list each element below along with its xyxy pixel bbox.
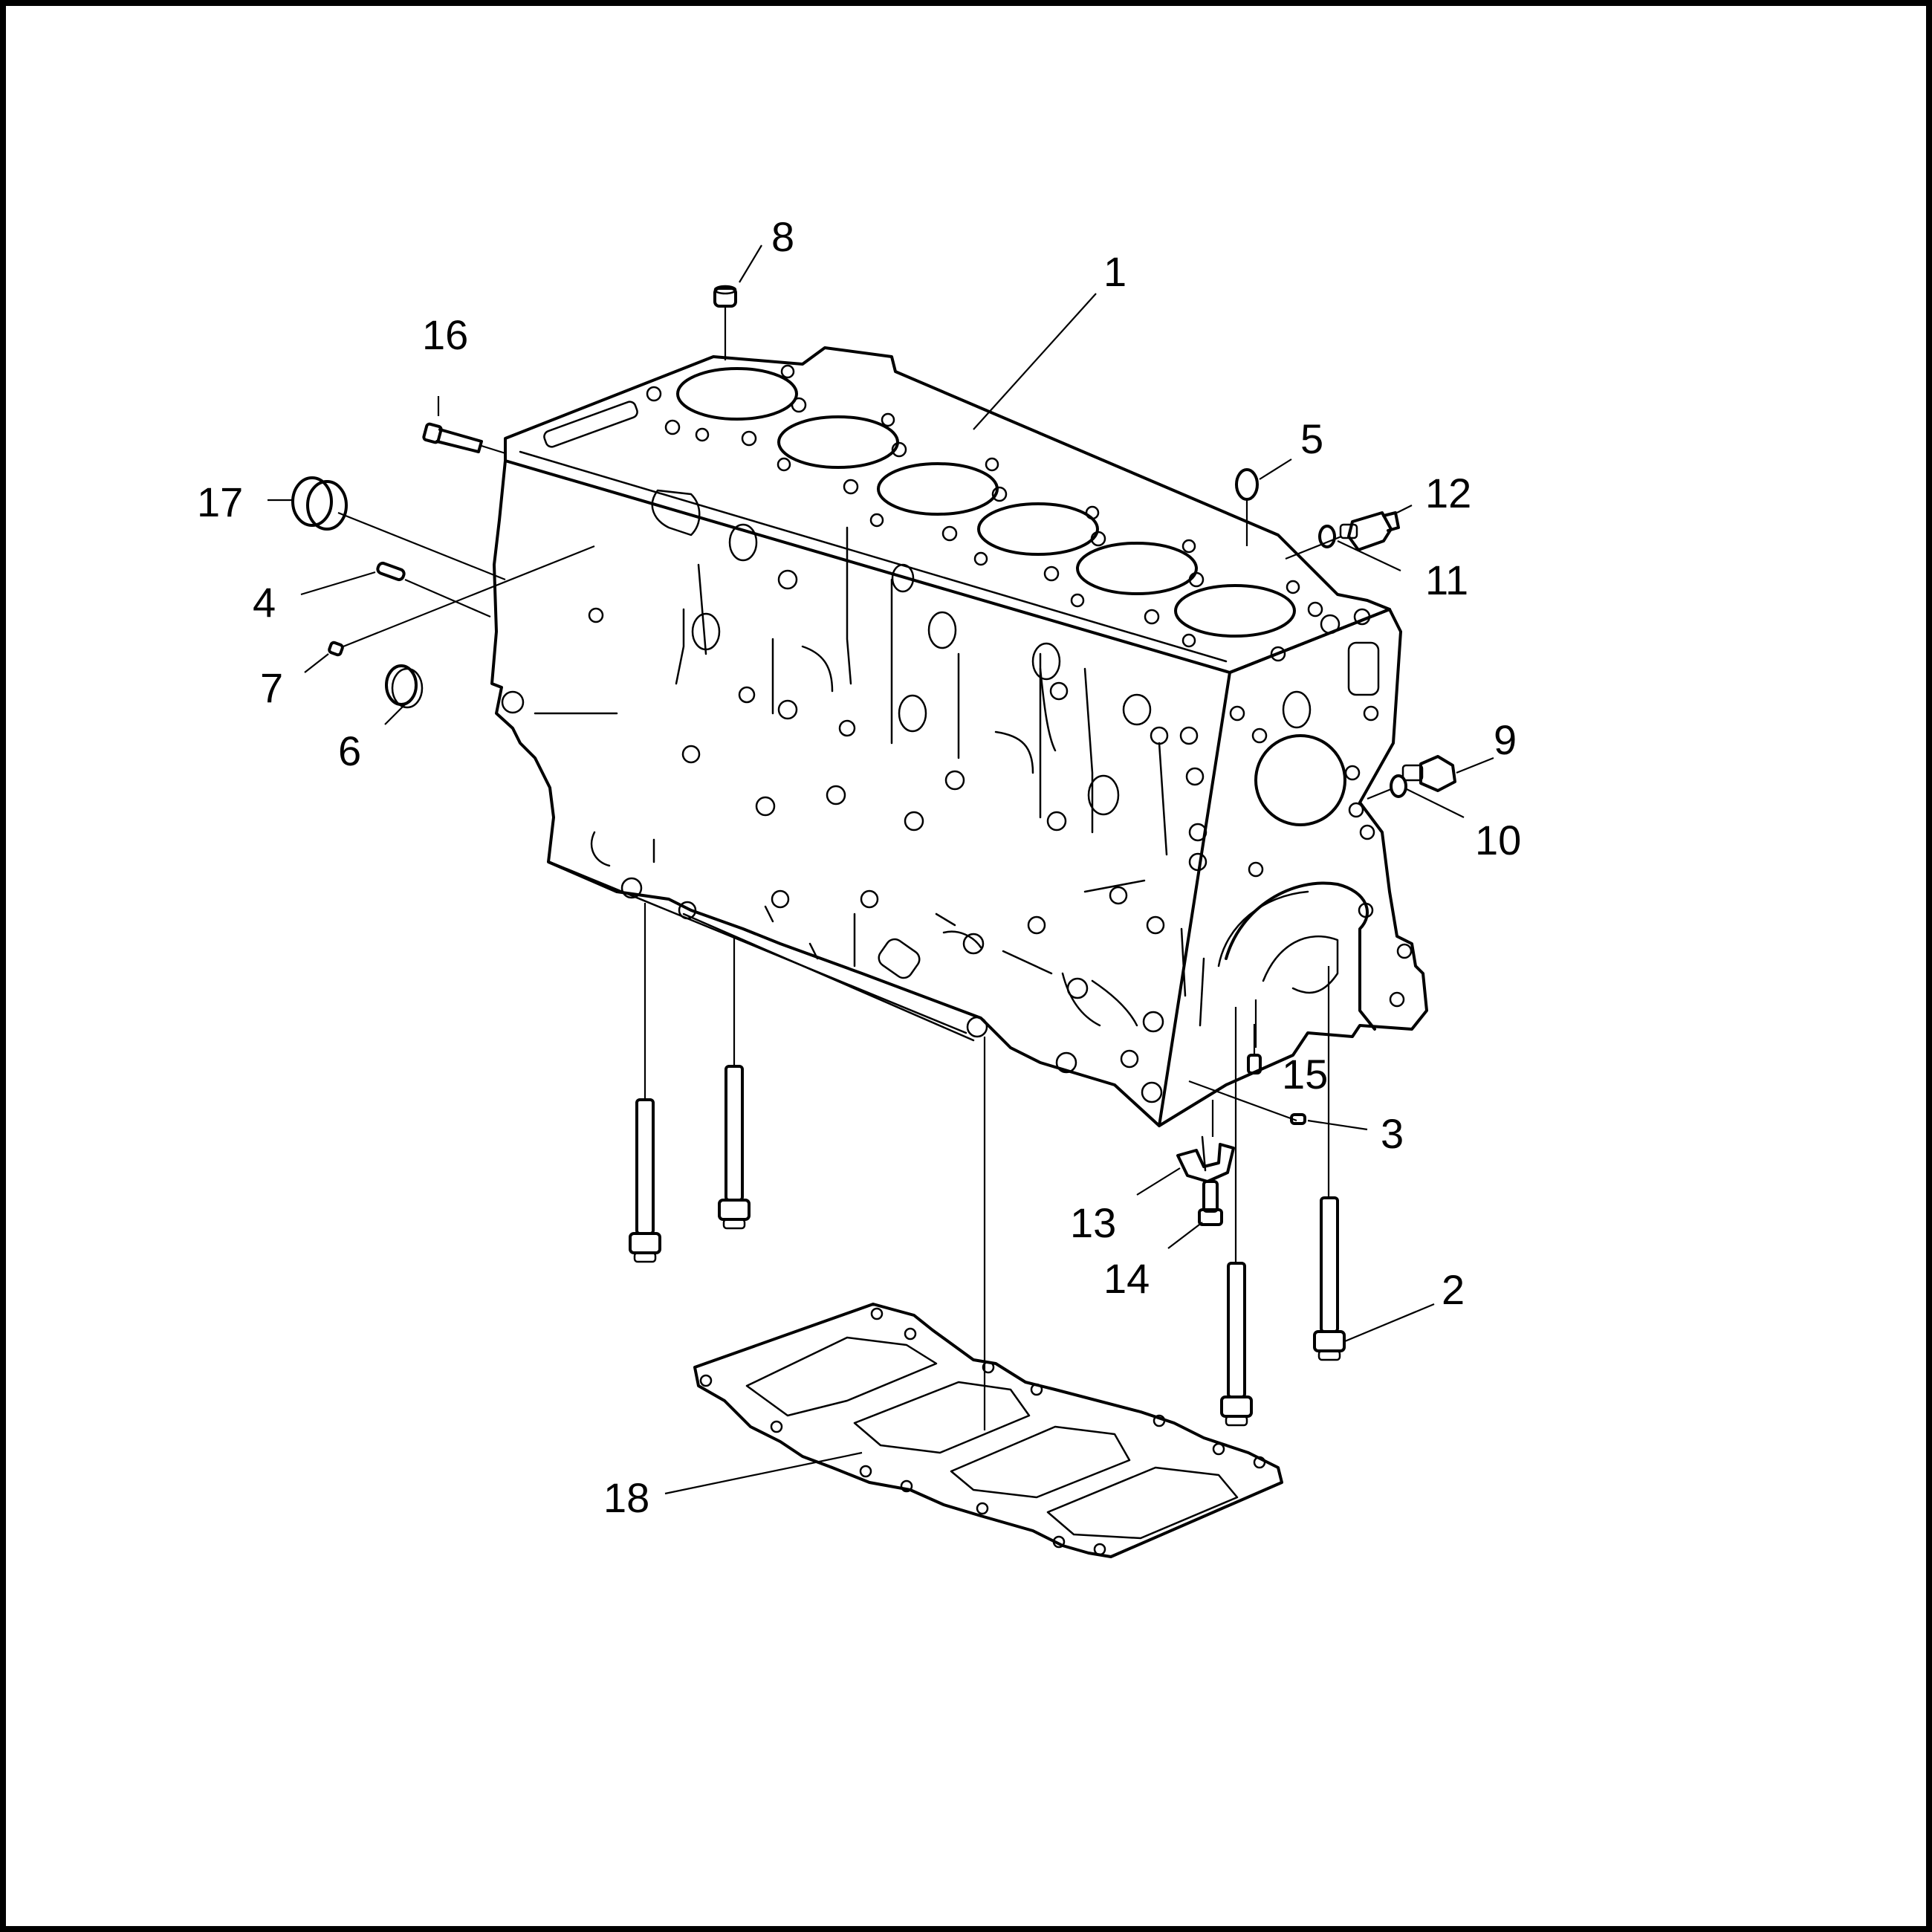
small-plug: [328, 641, 344, 657]
cylinder-bore-1: [676, 367, 798, 421]
callout-6: 6: [338, 727, 361, 774]
callout-14: 14: [1103, 1255, 1150, 1302]
callout-1: 1: [1103, 248, 1127, 295]
o-ring: [1235, 468, 1259, 501]
expansion-plug-small: [385, 664, 424, 709]
front-face-details: [1217, 608, 1413, 1031]
callout-13: 13: [1070, 1199, 1116, 1246]
callout-17: 17: [197, 479, 243, 525]
oil-pressure-plug: [1339, 511, 1400, 551]
cylinder-bore-3: [877, 462, 999, 516]
callout-3: 3: [1381, 1110, 1404, 1157]
cylinder-block: [490, 346, 1428, 1127]
main-bearing-bolt-2: [718, 1065, 751, 1230]
main-bearing-bolt-1: [629, 1098, 661, 1263]
block-front-face: [1158, 608, 1428, 1127]
sealing-washer-upper: [1318, 525, 1336, 548]
callout-16: 16: [422, 311, 468, 358]
callout-9: 9: [1494, 716, 1517, 763]
oil-jet-bracket: [1176, 1135, 1235, 1183]
bolt-top-rear: [422, 422, 483, 453]
main-bearing-bolt-3: [1220, 1262, 1253, 1427]
cylinder-bore-5: [1076, 542, 1198, 595]
callout-8: 8: [771, 213, 794, 260]
callout-12: 12: [1425, 470, 1471, 516]
dowel-pin: [376, 561, 406, 582]
main-bearing-bolt-4: [1313, 1196, 1346, 1361]
callout-10: 10: [1475, 817, 1521, 863]
block-top-deck: [504, 346, 1391, 674]
dowel-sleeve: [713, 285, 737, 308]
expansion-plug-large: [291, 476, 348, 531]
callout-labels: 1 2 3 4 5 6 7 8 9 10 11 12 13 14 15 16 1…: [197, 213, 1521, 1521]
callout-7: 7: [260, 664, 283, 711]
callout-15: 15: [1282, 1051, 1328, 1098]
oil-jet-bolt: [1198, 1180, 1223, 1226]
cylinder-bore-4: [977, 502, 1099, 556]
oil-pan-gasket: [693, 1303, 1283, 1558]
callout-18: 18: [603, 1474, 649, 1521]
callout-11: 11: [1425, 557, 1468, 603]
callout-4: 4: [253, 579, 276, 626]
sealing-washer-front: [1390, 774, 1407, 798]
deck-holes: [646, 364, 1323, 662]
callout-5: 5: [1300, 415, 1323, 462]
block-side-face: [490, 459, 1161, 1127]
cylinder-bore-2: [777, 415, 899, 469]
side-wall-details: [501, 489, 1312, 1103]
drain-plug-front: [1401, 755, 1456, 792]
callout-2: 2: [1442, 1266, 1465, 1313]
leader-lines: [268, 244, 1494, 1495]
cylinder-bore-6: [1174, 584, 1296, 638]
